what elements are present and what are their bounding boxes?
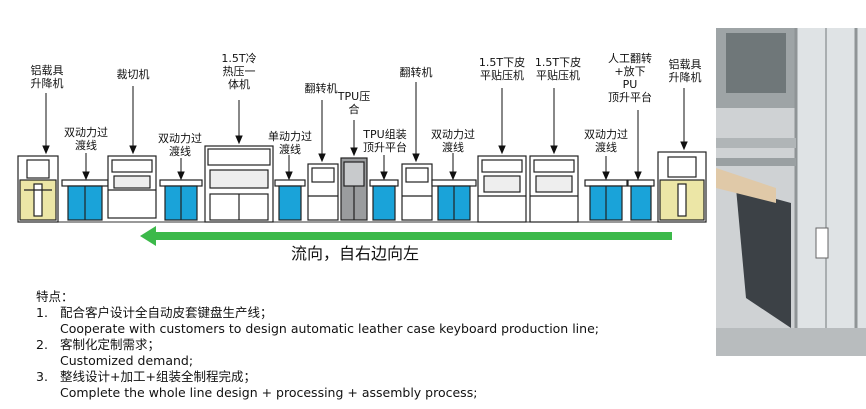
feature-en: Complete the whole line design + process… [60, 385, 478, 400]
label-flipper-1: 翻转机 [304, 82, 338, 95]
machine-left-lift [17, 155, 59, 223]
machine-photo [716, 28, 866, 356]
machine-tpu-platform [369, 179, 399, 221]
machine-conveyor-2 [159, 179, 203, 221]
feature-zh: 客制化定制需求； [60, 337, 161, 352]
feature-item-3: 3. 整线设计+加工+组装全制程完成； Complete the whole li… [36, 369, 599, 401]
feature-num: 2. [36, 337, 48, 352]
machine-flat-press-2 [529, 155, 579, 223]
feature-zh: 配合客户设计全自动皮套键盘生产线； [60, 305, 273, 320]
feature-num: 1. [36, 305, 48, 320]
label-flipper-2: 翻转机 [399, 66, 433, 79]
feature-zh: 整线设计+加工+组装全制程完成； [60, 369, 256, 384]
feature-en: Cooperate with customers to design autom… [60, 321, 599, 336]
features-title: 特点： [36, 289, 74, 304]
label-tpu-platform: TPU组装 顶升平台 [363, 128, 407, 154]
machine-conveyor-5 [584, 179, 628, 221]
label-right-lift: 铝载具 升降机 [668, 58, 702, 84]
label-pu-platform: 人工翻转 +放下 PU 顶升平台 [608, 52, 652, 104]
machine-right-lift [657, 151, 707, 223]
label-conveyor-2: 双动力过 渡线 [158, 132, 202, 158]
label-tpu-press: TPU压 合 [337, 90, 371, 116]
feature-item-1: 1. 配合客户设计全自动皮套键盘生产线； Cooperate with custo… [36, 305, 599, 337]
machine-cutter [107, 155, 157, 219]
machine-conveyor-3 [274, 179, 306, 221]
machine-hot-cold-press [204, 145, 274, 223]
pointer-arrows [42, 82, 688, 181]
label-conveyor-5: 双动力过 渡线 [584, 128, 628, 154]
machine-tpu-press [340, 157, 368, 221]
feature-num: 3. [36, 369, 48, 384]
machine-flipper-1 [307, 163, 339, 221]
features-section: 特点： 1. 配合客户设计全自动皮套键盘生产线； Cooperate with c… [36, 289, 599, 401]
feature-en: Customized demand; [60, 353, 194, 368]
label-left-lift: 铝载具 升降机 [30, 64, 64, 90]
feature-item-2: 2. 客制化定制需求； Customized demand; [36, 337, 599, 369]
label-conveyor-4: 双动力过 渡线 [431, 128, 475, 154]
flow-label: 流向，自右边向左 [291, 244, 420, 263]
machine-pu-platform [627, 179, 655, 221]
label-flat-press-2: 1.5T下皮 平贴压机 [534, 56, 582, 82]
label-cutter: 裁切机 [116, 68, 150, 81]
machine-flipper-2 [401, 163, 433, 221]
label-conveyor-1: 双动力过 渡线 [64, 126, 108, 152]
machine-conveyor-4 [431, 179, 477, 221]
label-flat-press-1: 1.5T下皮 平贴压机 [478, 56, 526, 82]
label-hot-cold-press: 1.5T冷 热压一 体机 [221, 52, 257, 91]
flow-arrow [140, 226, 672, 246]
machine-conveyor-1 [61, 179, 109, 221]
machine-flat-press-1 [477, 155, 527, 223]
label-conveyor-3: 单动力过 渡线 [268, 130, 312, 156]
